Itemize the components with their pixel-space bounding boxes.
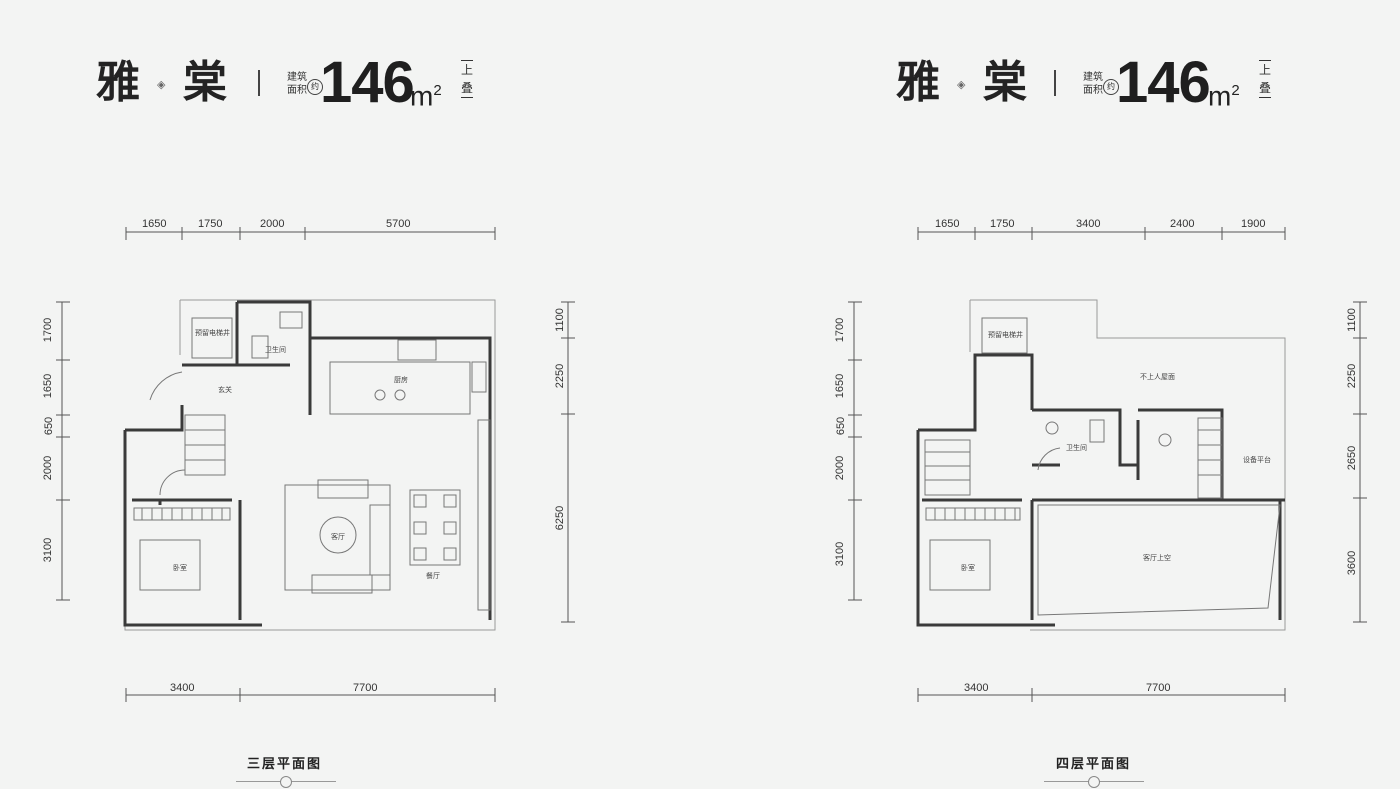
dim-left: 1700 [834,317,847,343]
room-label: 预留电梯井 [195,329,230,337]
project-name-char-2: 棠 [183,57,227,108]
dim-top: 5700 [386,218,411,230]
floor-plan-3f: 雅 ◈ 棠 建筑 面积 约 146 m2 上叠 [0,50,700,788]
dim-right: 2650 [1346,445,1359,471]
level-tag: 上叠 [460,60,474,98]
dim-right: 1100 [1345,308,1358,332]
plan-header: 雅 ◈ 棠 建筑 面积 约 146 m2 上叠 [800,50,1400,122]
dim-top: 1900 [1241,218,1266,230]
dim-top: 2000 [260,218,285,230]
header-divider [258,70,260,96]
caption-ornament [1044,776,1144,788]
dim-right: 2250 [1346,363,1359,389]
room-label: 卧室 [961,564,975,572]
room-label: 餐厅 [426,572,440,580]
project-name-char-1: 雅 [896,57,940,108]
dim-left: 2000 [834,455,847,481]
room-label: 卫生间 [265,346,286,354]
room-label: 客厅 [331,533,345,541]
area-approx-badge: 约 [1103,79,1119,95]
plan-caption: 三层平面图 [247,757,323,772]
room-label: 客厅上空 [1143,554,1171,562]
plan-drawing-3f [56,227,575,702]
area-value: 146 [1116,50,1211,115]
dim-top: 1750 [198,218,223,230]
area-unit: m2 [410,80,442,112]
dim-top: 3400 [1076,218,1101,230]
dim-left: 3100 [834,541,847,567]
header-divider [1054,70,1056,96]
dim-bottom: 7700 [1146,682,1171,694]
level-tag: 上叠 [1258,60,1272,98]
ornament-icon: ◈ [957,78,966,91]
area-value: 146 [320,50,415,115]
area-label-line2: 面积 [287,85,307,96]
room-label: 卫生间 [1066,444,1087,452]
area-label-line1: 建筑 [287,72,307,83]
dim-top: 1750 [990,218,1015,230]
area-label-line1: 建筑 [1083,72,1103,83]
dim-left: 1650 [834,373,847,399]
plan-caption: 四层平面图 [1056,757,1132,772]
ornament-icon: ◈ [157,78,166,91]
area-label-line2: 面积 [1083,85,1103,96]
caption-ornament [236,776,336,788]
room-label: 设备平台 [1243,456,1271,464]
room-label: 不上人屋面 [1140,373,1175,381]
dim-bottom: 7700 [353,682,378,694]
dim-top: 1650 [935,218,960,230]
project-name-char-1: 雅 [96,57,140,108]
area-unit: m2 [1208,80,1240,112]
plan-header: 雅 ◈ 棠 建筑 面积 约 146 m2 上叠 [0,50,700,122]
room-label: 玄关 [218,386,232,394]
dim-top: 2400 [1170,218,1195,230]
dim-top: 1650 [142,218,167,230]
dim-bottom: 3400 [170,682,195,694]
room-label: 卧室 [173,564,187,572]
project-name-char-2: 棠 [983,57,1027,108]
room-label: 预留电梯井 [988,331,1023,339]
area-approx-badge: 约 [307,79,323,95]
room-label: 厨房 [394,376,408,384]
dim-left: 650 [835,416,848,436]
dim-bottom: 3400 [964,682,989,694]
dim-right: 3600 [1346,550,1359,576]
